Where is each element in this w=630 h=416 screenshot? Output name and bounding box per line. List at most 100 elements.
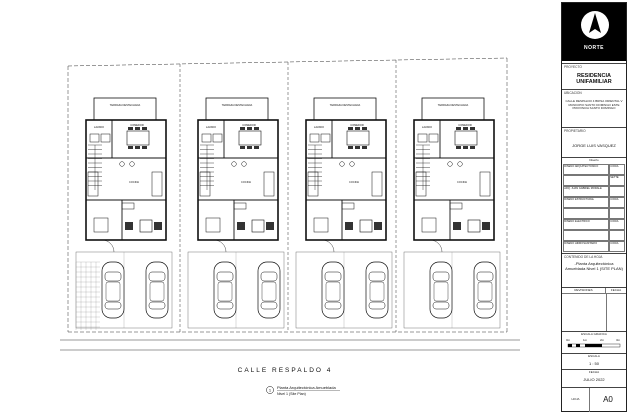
chair-icon [247,127,252,130]
date-value: JULIO 2022 [583,377,605,382]
project-name: RESIDENCIA UNIFAMILIAR [576,73,612,85]
room-label-laundry: LAVADO [422,125,432,129]
chair-icon [240,127,245,130]
chair-icon [247,146,252,149]
paving-hatch [75,261,100,330]
terrace-walls [205,97,269,121]
sink-icon [121,202,135,210]
north-logo: NORTE [562,3,626,61]
counter-icon [415,171,427,197]
stairs-icon [308,144,322,190]
dryer-icon [320,133,331,143]
room-label-dining: COMEDOR [242,123,256,127]
dining-table-icon [346,130,370,146]
owner-section: PROPIETARIO JORGE LUIS VASQUEZ [562,127,626,157]
fridge-icon [263,171,275,197]
design-role [563,175,609,186]
chair-icon [240,146,245,149]
chair-icon [355,127,360,130]
dining-table-icon [454,130,478,146]
stool-icon [119,161,125,167]
fridge-icon [371,171,383,197]
house-walls [197,119,279,241]
caption-subtitle: Nivel 1 (Site Plan) [277,392,306,396]
graphic-scale-head: ESCALA GRAFICA [581,332,607,336]
armchair-icon [237,222,245,230]
design-role [563,208,609,219]
design-code [609,186,625,197]
armchair-icon [482,222,490,230]
chair-icon [470,127,475,130]
location-section: UBICACION CALLE RESPALDO 4 BRISA ORIENTA… [562,89,626,127]
armchair-icon [374,222,382,230]
chair-icon [348,146,353,149]
location-text: CALLE RESPALDO 4 BRISA ORIENTAL V MUNICI… [565,99,623,111]
utility-box-icon [205,217,221,233]
room-label-kitchen: COCINA [349,180,359,184]
fridge-icon [479,171,491,197]
terrace-walls [93,97,157,121]
dryer-icon [428,133,439,143]
sheet-section: HOJA A0 [562,387,626,412]
sink-icon [233,202,247,210]
room-label-dining: COMEDOR [458,123,472,127]
chair-icon [456,127,461,130]
chair-icon [348,127,353,130]
project-head: PROYECTO [564,65,582,69]
location-head: UBICACION [564,91,582,95]
design-role: DISEÑO HIDROSANITARIO [563,241,609,252]
content-head: CONTENIDO DE LA HOJA [564,255,603,259]
room-label-kitchen: COCINA [241,180,251,184]
house-walls [305,119,387,241]
dining-table-icon [126,130,150,146]
scale-head: ESCALA [588,354,600,358]
caption-title: Planta Arquitectónica Amueblada [277,385,336,390]
design-code: CODIA [609,197,625,208]
counter-icon [87,171,99,197]
revisions-section: REVISIONES FECHA [562,287,626,332]
design-role: DISEÑO ESTRUCTURAL [563,197,609,208]
design-head: Diseño [589,158,599,162]
armchair-icon [125,222,133,230]
stairs-icon [416,144,430,190]
utility-box-icon [93,217,109,233]
room-label-dining: COMEDOR [350,123,364,127]
design-code: CODIA [609,164,625,175]
design-code [609,208,625,219]
content-title: -Planta Arquitectónica Amueblada Nivel 1… [565,261,623,271]
logo-text: NORTE [584,45,604,51]
sheet-value: A0 [603,395,613,404]
room-label-laundry: LAVADO [94,125,104,129]
sheet-head: HOJA [571,397,580,401]
design-role [563,230,609,241]
chair-icon [254,127,259,130]
scale-value: 1 : 50 [588,361,599,366]
chair-icon [470,146,475,149]
door-swing-icon [101,239,115,253]
scale-tick-3: 3m [616,338,621,342]
washer-icon [201,133,212,143]
terrace-walls [313,97,377,121]
car-icon [365,261,389,319]
stool-icon [447,161,453,167]
scale-section: ESCALA 1 : 50 [562,353,626,369]
scale-tick-1: 1m [583,338,588,342]
chair-icon [355,146,360,149]
room-label-kitchen: COCINA [129,180,139,184]
design-code: SETTE [609,175,625,186]
graphic-scale-bar [567,343,621,348]
house-walls [413,119,495,241]
door-swing-icon [213,239,227,253]
terrace-walls [421,97,485,121]
dryer-icon [100,133,111,143]
utility-box-icon [421,217,437,233]
chair-icon [128,127,133,130]
room-label-terrace: TERRAZA DESTECHADA [330,103,361,107]
armchair-icon [345,222,353,230]
car-icon [101,261,125,319]
date-head: FECHA [588,370,600,374]
